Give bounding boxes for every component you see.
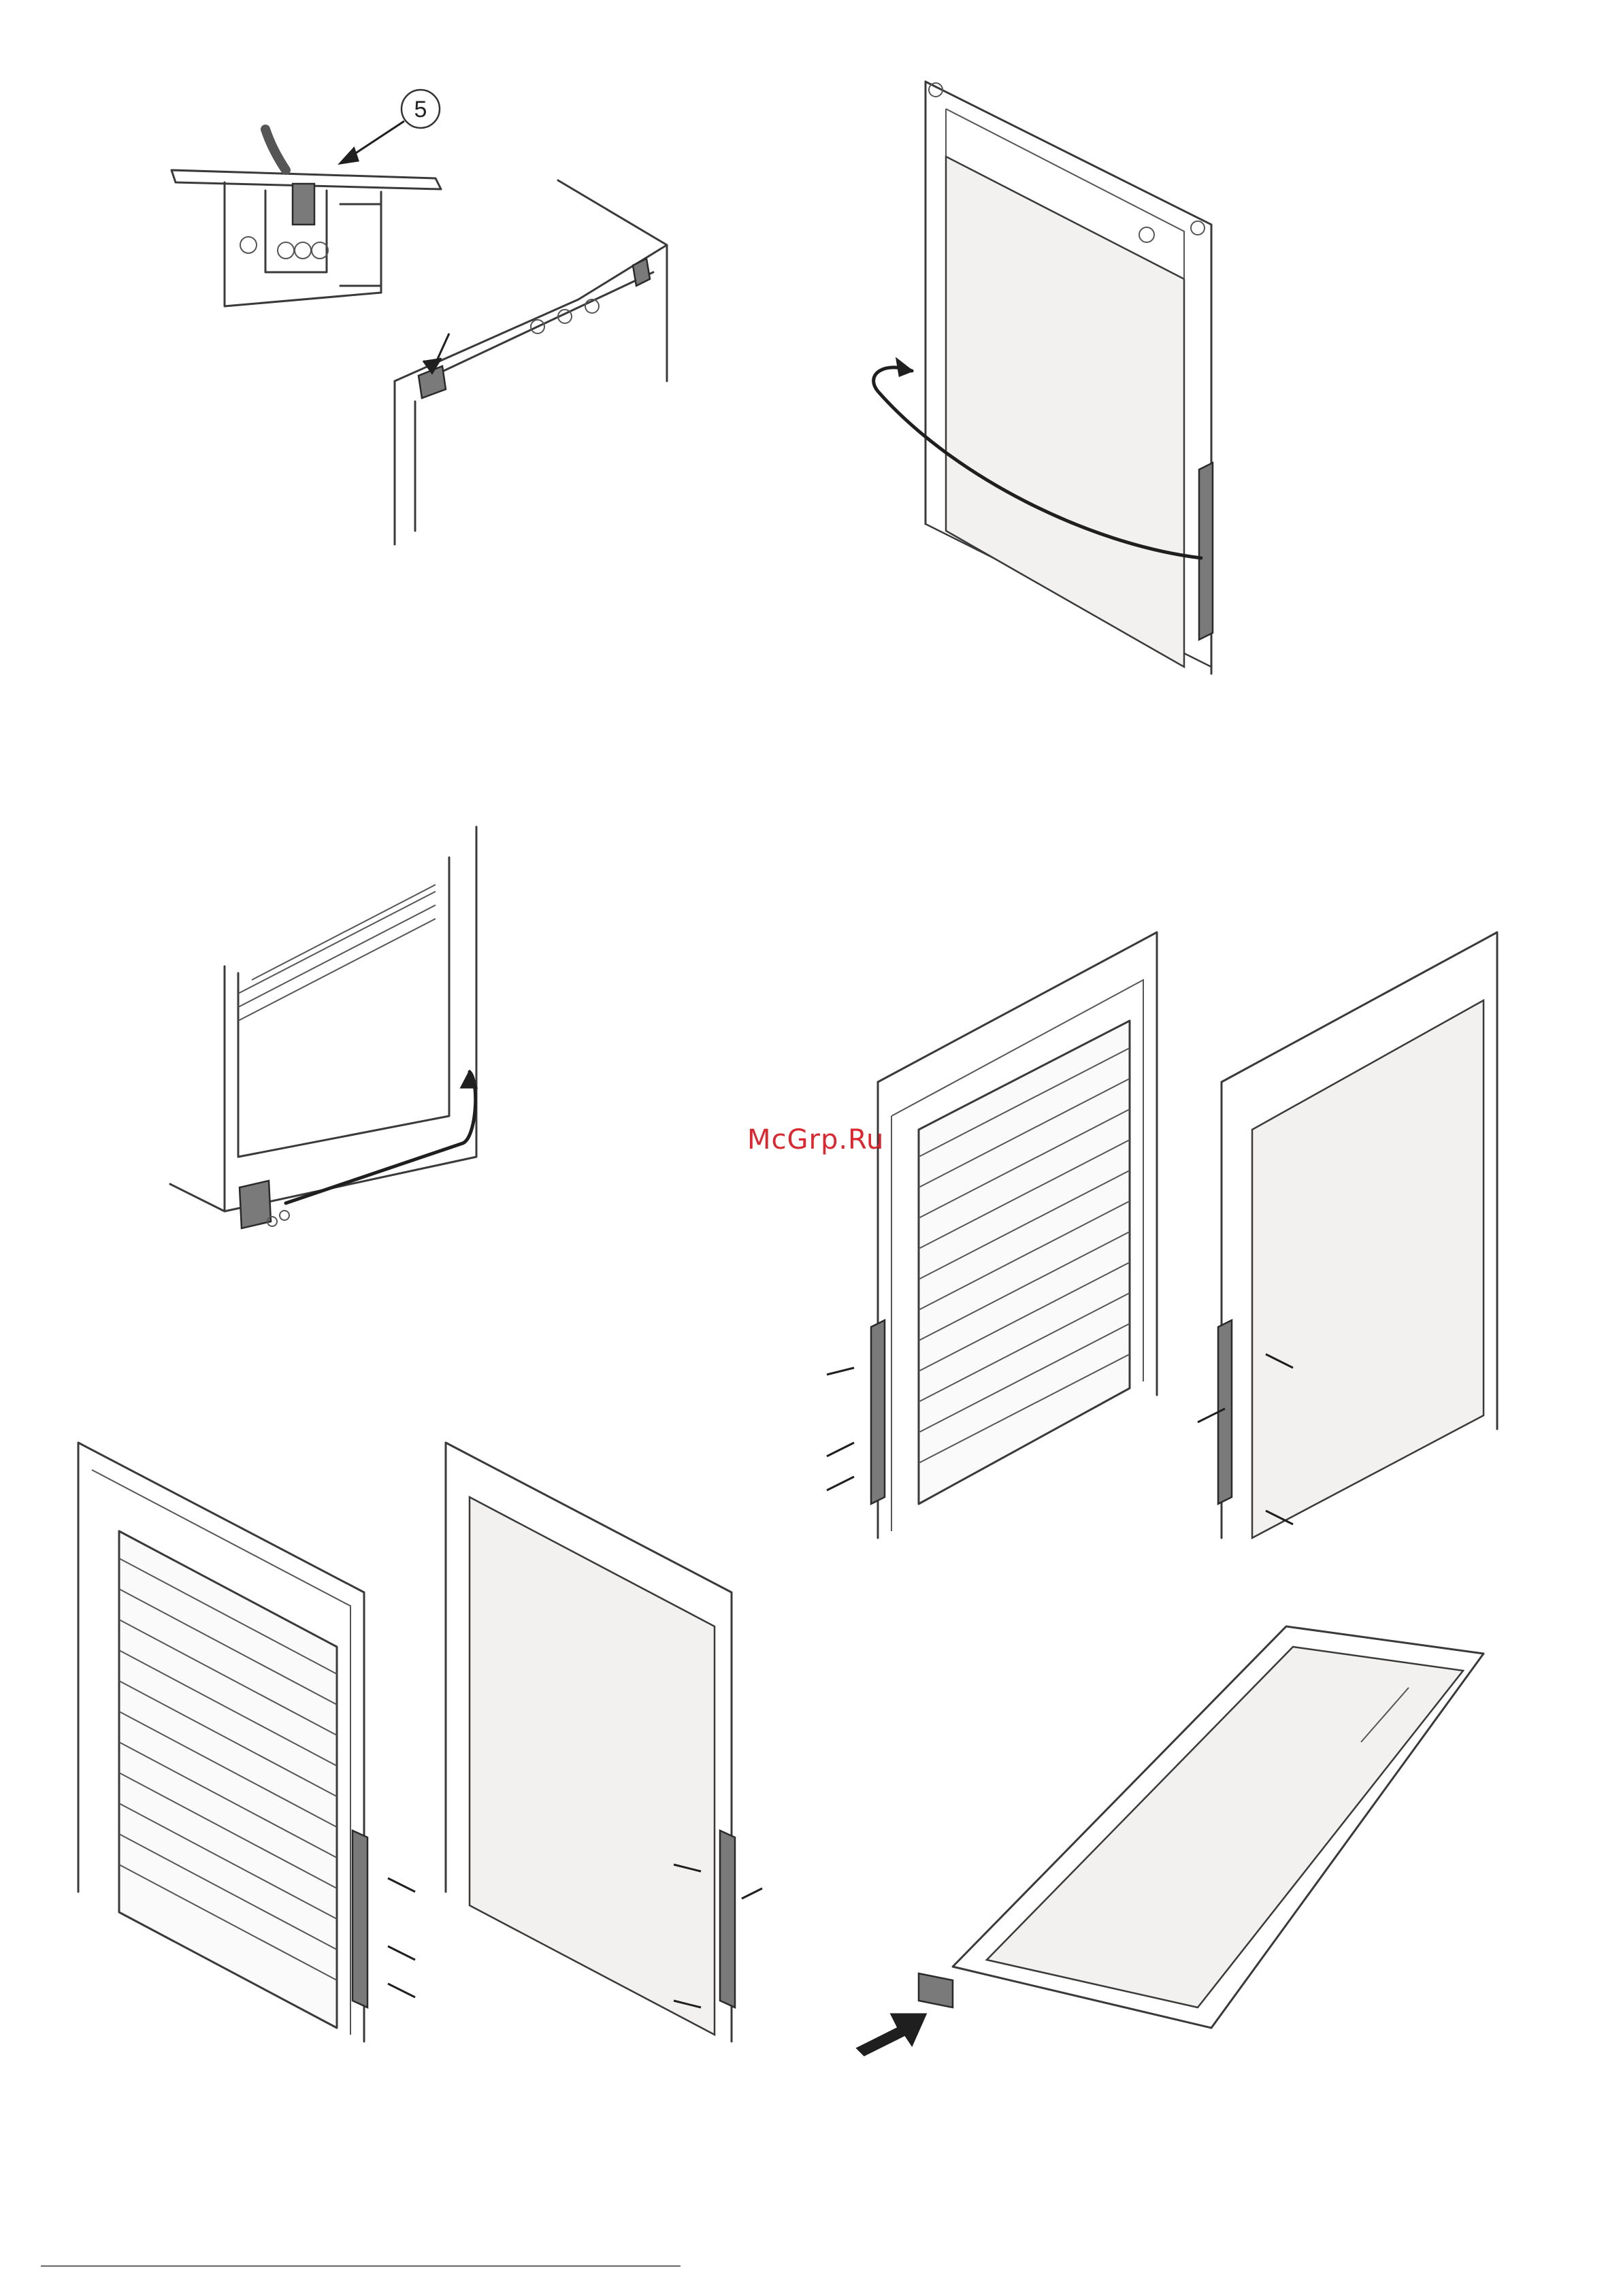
fig-hinge-top: 5 xyxy=(171,90,667,544)
cabinet-top-corner xyxy=(395,180,667,544)
hinge-detail-inset xyxy=(171,129,441,306)
fig-cabinet-plate xyxy=(170,827,476,1228)
plain-door-top xyxy=(1198,932,1497,1538)
vented-door-bottom xyxy=(78,1443,415,2041)
fig-doors-vented-and-plain-bottom xyxy=(78,1443,762,2041)
watermark-text: McGrp.Ru xyxy=(747,1124,884,1155)
vented-door-top xyxy=(827,932,1157,1538)
fig-frame-hinge xyxy=(857,1626,1484,2055)
callout-number: 5 xyxy=(414,97,427,122)
plain-door-bottom xyxy=(446,1443,762,2041)
fig-doors-vented-and-plain-top xyxy=(827,932,1497,1538)
callout-5: 5 xyxy=(340,90,440,163)
fig-door-handle-route xyxy=(874,82,1213,674)
